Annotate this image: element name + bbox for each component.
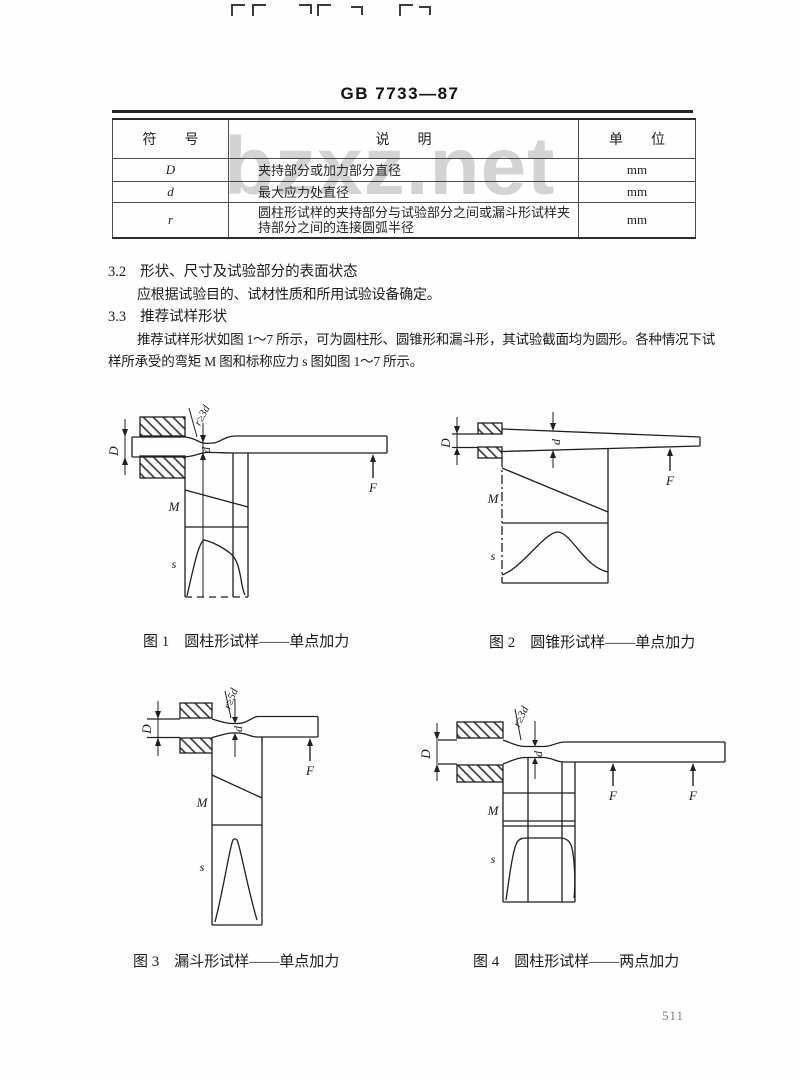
stress-label-s: s bbox=[491, 852, 496, 866]
stress-label-s: s bbox=[172, 557, 177, 571]
symbol-cell: d bbox=[112, 181, 229, 203]
moment-label-M: M bbox=[487, 491, 500, 506]
figure-4-caption: 图 4 圆柱形试样——两点加力 bbox=[473, 950, 679, 971]
symbol-cell: D bbox=[112, 158, 229, 182]
moment-label-M: M bbox=[196, 795, 209, 810]
dimension-arrowheads bbox=[434, 732, 696, 772]
figure-title: 圆柱形试样——单点加力 bbox=[184, 634, 350, 650]
description-cell: 最大应力处直径 bbox=[228, 181, 579, 203]
section-number: 3.3 bbox=[108, 309, 127, 325]
dim-label-D: D bbox=[106, 446, 121, 457]
section-3-3-paragraph-line2: 样所承受的弯矩 M 图和标称应力 s 图如图 1～7 所示。 bbox=[108, 354, 424, 369]
section-3-3-paragraph-line1: 推荐试样形状如图 1～7 所示，可为圆柱形、圆锥形和漏斗形，其试验截面均为圆形。… bbox=[137, 332, 716, 347]
symbols-table: 符 号 说 明 单 位 D 夹持部分或加力部分直径 mm d 最大应力处直径 m… bbox=[112, 118, 696, 239]
dimension-arrowheads bbox=[122, 429, 376, 465]
table-row: r 圆柱形试样的夹持部分与试验部分之间或漏斗形试样夹持部分之间的连接圆弧半径 m… bbox=[112, 202, 696, 239]
stress-label-s: s bbox=[491, 549, 496, 563]
dimension-arrowheads bbox=[155, 711, 313, 746]
clamp-and-specimen bbox=[147, 690, 319, 926]
page-number: 511 bbox=[662, 1008, 685, 1023]
clamp-and-specimen bbox=[436, 708, 726, 903]
fillet-radius-label: r≥3d bbox=[192, 403, 213, 428]
description-cell: 圆柱形试样的夹持部分与试验部分之间或漏斗形试样夹持部分之间的连接圆弧半径 bbox=[228, 202, 579, 239]
dim-label-d: d bbox=[199, 446, 213, 453]
dim-label-D: D bbox=[418, 749, 433, 760]
moment-label-M: M bbox=[168, 499, 181, 514]
figure-number: 图 2 bbox=[489, 635, 516, 651]
moment-label-M: M bbox=[487, 803, 500, 818]
figure-title: 圆锥形试样——单点加力 bbox=[530, 635, 696, 651]
col-header-symbol: 符 号 bbox=[112, 118, 229, 159]
standard-number-title: GB 7733—87 bbox=[340, 84, 460, 103]
scan-artifact-mark bbox=[419, 6, 431, 15]
stress-label-s: s bbox=[200, 860, 205, 874]
table-header-row: 符 号 说 明 单 位 bbox=[112, 118, 696, 159]
unit-cell: mm bbox=[578, 202, 696, 239]
figure-1-caption: 图 1 圆柱形试样——单点加力 bbox=[143, 630, 349, 651]
force-label-F: F bbox=[608, 788, 618, 803]
figure-3-caption: 图 3 漏斗形试样——单点加力 bbox=[133, 950, 339, 971]
force-label-F: F bbox=[368, 480, 378, 495]
figure-title: 漏斗形试样——单点加力 bbox=[174, 954, 340, 970]
section-3-2-body: 应根据试验目的、试材性质和所用试验设备确定。 bbox=[137, 288, 441, 303]
figure-4-diagram: D r≥3d d F F M s bbox=[418, 704, 726, 903]
figure-3-diagram: D r≥5d d F M s bbox=[139, 686, 319, 926]
table-row: d 最大应力处直径 mm bbox=[112, 181, 696, 203]
section-title: 形状、尺寸及试验部分的表面状态 bbox=[140, 264, 358, 280]
figure-1-diagram: D r≥3d d F M s bbox=[106, 403, 388, 598]
figure-title: 圆柱形试样——两点加力 bbox=[514, 954, 680, 970]
dimension-arrowheads bbox=[454, 423, 673, 458]
col-header-unit: 单 位 bbox=[578, 118, 696, 159]
clamp-and-specimen bbox=[452, 412, 701, 584]
dim-label-D: D bbox=[438, 438, 453, 449]
figure-number: 图 1 bbox=[143, 634, 170, 650]
dim-label-d: d bbox=[231, 725, 245, 732]
section-title: 推荐试样形状 bbox=[140, 309, 228, 325]
section-3-3-heading: 3.3 推荐试样形状 bbox=[108, 305, 227, 326]
fillet-radius-label: r≥5d bbox=[222, 686, 241, 711]
symbol-cell: r bbox=[112, 202, 229, 239]
table-row: D 夹持部分或加力部分直径 mm bbox=[112, 158, 696, 182]
scan-artifact-mark bbox=[351, 6, 363, 15]
dim-label-D: D bbox=[139, 724, 154, 735]
scan-artifact-mark bbox=[399, 4, 413, 16]
figure-number: 图 3 bbox=[133, 954, 160, 970]
dim-label-d: d bbox=[549, 438, 563, 445]
force-label-F: F bbox=[665, 473, 675, 488]
section-3-2-heading: 3.2 形状、尺寸及试验部分的表面状态 bbox=[108, 260, 358, 281]
figure-number: 图 4 bbox=[473, 954, 500, 970]
header-divider bbox=[112, 110, 693, 113]
figure-2-diagram: D d F M s bbox=[438, 412, 701, 584]
description-cell: 夹持部分或加力部分直径 bbox=[228, 158, 579, 182]
dim-label-d: d bbox=[531, 750, 545, 757]
scan-artifact-mark bbox=[299, 4, 312, 14]
clamp-and-specimen bbox=[124, 407, 388, 598]
figure-2-caption: 图 2 圆锥形试样——单点加力 bbox=[489, 631, 695, 652]
force-label-F: F bbox=[305, 763, 315, 778]
unit-cell: mm bbox=[578, 181, 696, 203]
section-number: 3.2 bbox=[108, 264, 127, 280]
unit-cell: mm bbox=[578, 158, 696, 182]
scan-artifact-mark bbox=[231, 4, 245, 16]
fillet-radius-label: r≥3d bbox=[511, 704, 531, 729]
col-header-description: 说 明 bbox=[228, 118, 579, 159]
scan-artifact-mark bbox=[252, 4, 266, 16]
scan-artifact-mark bbox=[317, 4, 331, 16]
force-label-F2: F bbox=[688, 788, 698, 803]
